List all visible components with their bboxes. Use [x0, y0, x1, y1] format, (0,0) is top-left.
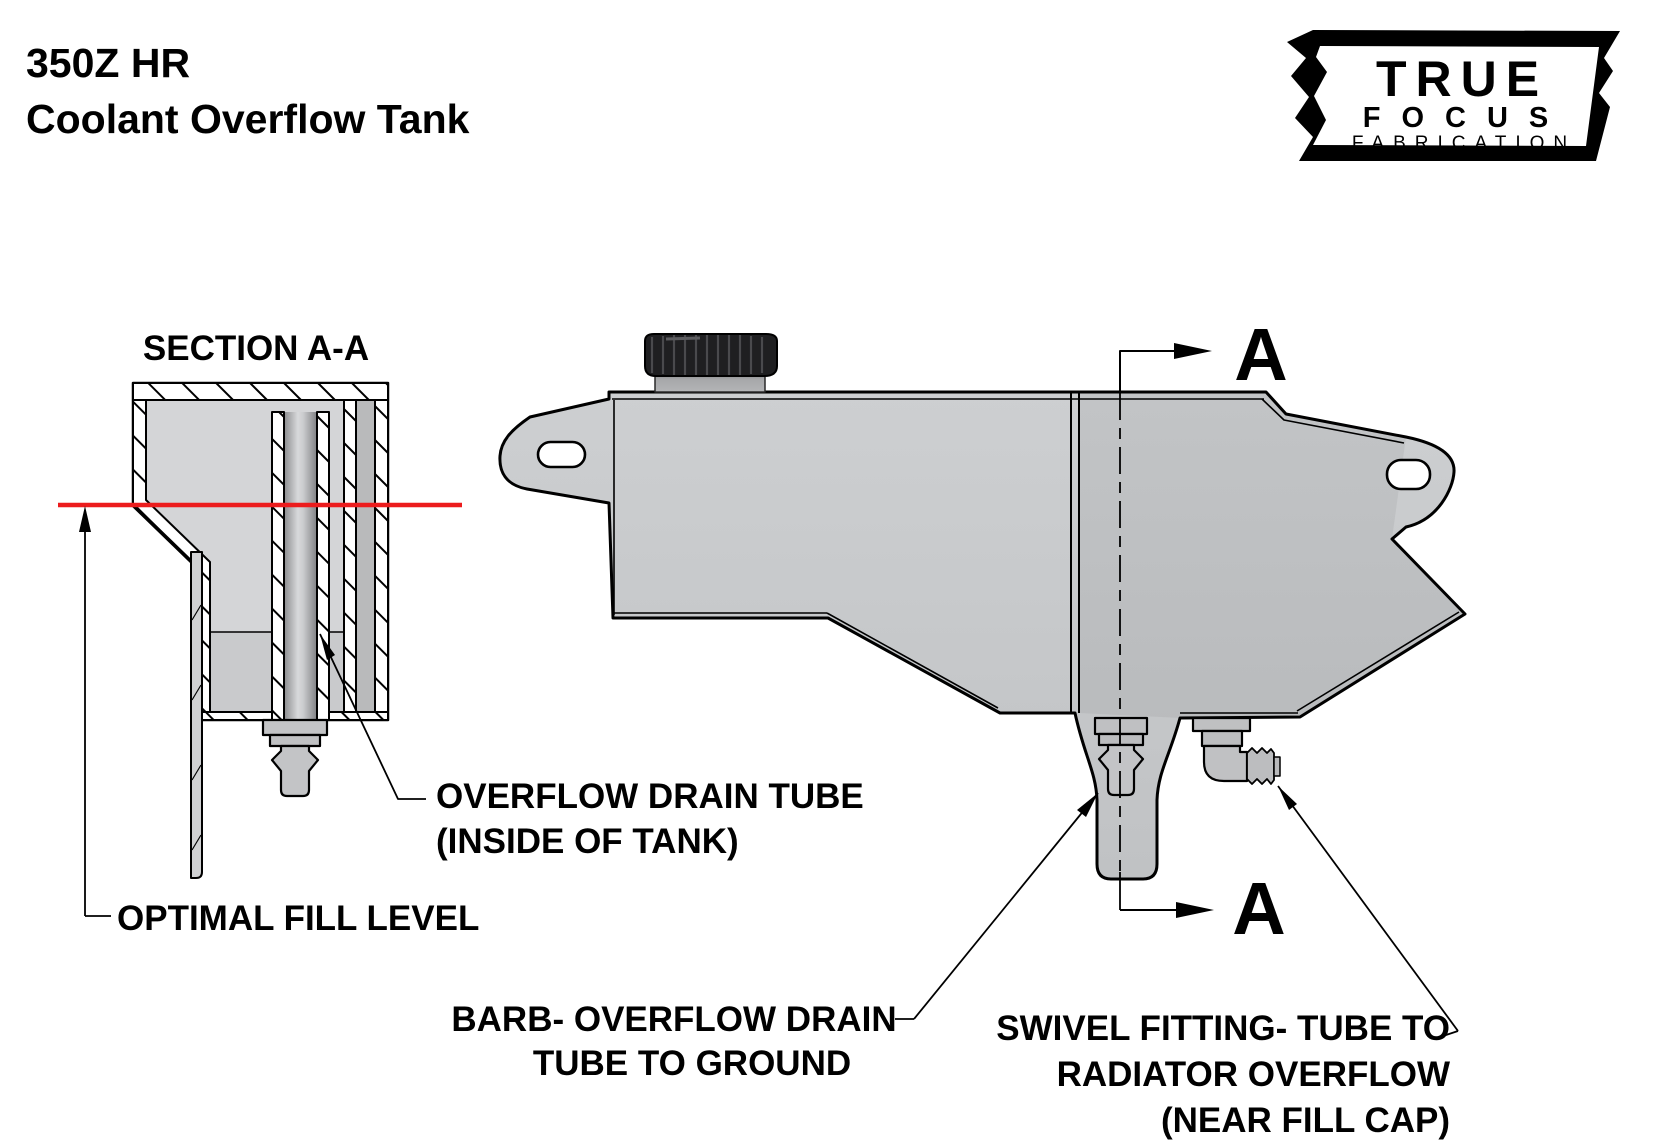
swivel-barb-ridges [1246, 747, 1275, 785]
drain-tube-wall-left [271, 411, 285, 721]
section-inner-right-wall-hatch [343, 399, 357, 713]
swivel-elbow [1202, 744, 1249, 783]
cap-highlight [665, 336, 701, 341]
fill-cap [644, 333, 778, 393]
main-side-view: A A BARB- OVERFLOW DRAIN TUBE TO GROUND … [451, 313, 1467, 1140]
swivel-barb-tip [1273, 756, 1281, 777]
flange-hatch-tick [191, 684, 202, 701]
section-outer-right-wall-hatch [374, 399, 389, 713]
barb-leader [895, 792, 1099, 1020]
edge-inner-chamfer [1261, 398, 1405, 444]
title-block: 350Z HR Coolant Overflow Tank [26, 40, 470, 142]
logo-frame-inner [1313, 46, 1599, 146]
barb-label-line2: TUBE TO GROUND [533, 1044, 851, 1083]
arrowhead-right [1174, 343, 1212, 359]
logo-word-true: TRUE [1376, 51, 1548, 107]
arrowhead [320, 634, 335, 660]
drain-tube-wall-right [316, 411, 330, 721]
cap-body [644, 333, 778, 377]
swivel-leader [1277, 785, 1459, 1038]
page-title-line2: Coolant Overflow Tank [26, 96, 470, 142]
left-mount-slot [536, 440, 587, 469]
section-arrow-top [1119, 343, 1212, 393]
section-mount-flange [190, 551, 203, 879]
logo-word-focus: FOCUS [1363, 102, 1570, 134]
swivel-label-line3: (NEAR FILL CAP) [1161, 1101, 1450, 1140]
section-marker-letter-top: A [1234, 313, 1287, 396]
right-mount-slot [1385, 458, 1432, 491]
arrowhead [1278, 786, 1297, 810]
edge-inner-slope-left [826, 612, 999, 709]
section-barb-fitting [261, 718, 329, 798]
section-aa-view: SECTION A-A [58, 329, 864, 938]
barb-fitting [1093, 716, 1149, 797]
flange-hatch-tick [191, 764, 202, 781]
page-title-line1: 350Z HR [26, 40, 190, 86]
swivel-label-line1: SWIVEL FITTING- TUBE TO [996, 1009, 1450, 1048]
barb-label-line1: BARB- OVERFLOW DRAIN [451, 1000, 896, 1039]
edge-inner-slope-right [1296, 611, 1460, 712]
swivel-label-line2: RADIATOR OVERFLOW [1057, 1055, 1450, 1094]
section-marker-letter-bottom: A [1232, 867, 1285, 950]
section-back-strip [356, 400, 375, 712]
arrowhead-up [79, 506, 91, 532]
fill-level-dimension [79, 506, 111, 917]
flange-hatch-tick [191, 604, 202, 621]
flange-hatch-tick [191, 834, 202, 851]
overflow-drain-tube-label-line2: (INSIDE OF TANK) [436, 822, 739, 861]
section-view-label: SECTION A-A [143, 329, 369, 368]
logo-word-fabrication: FABRICATION [1352, 133, 1576, 154]
arrowhead [1077, 793, 1098, 817]
drain-tube-bore [284, 412, 317, 720]
tank-body [498, 390, 1467, 881]
brand-logo: TRUE FOCUS FABRICATION [1287, 30, 1620, 161]
arrowhead-right [1176, 902, 1214, 918]
drain-tube-leader [319, 633, 426, 800]
section-top-wall-hatch [132, 382, 389, 401]
swivel-fitting [1191, 716, 1281, 785]
section-arrow-bottom [1120, 902, 1214, 918]
overflow-drain-tube-label-line1: OVERFLOW DRAIN TUBE [436, 777, 864, 816]
cap-knurling [650, 335, 764, 375]
optimal-fill-level-label: OPTIMAL FILL LEVEL [117, 899, 479, 938]
tank-right-shade [1079, 392, 1465, 718]
